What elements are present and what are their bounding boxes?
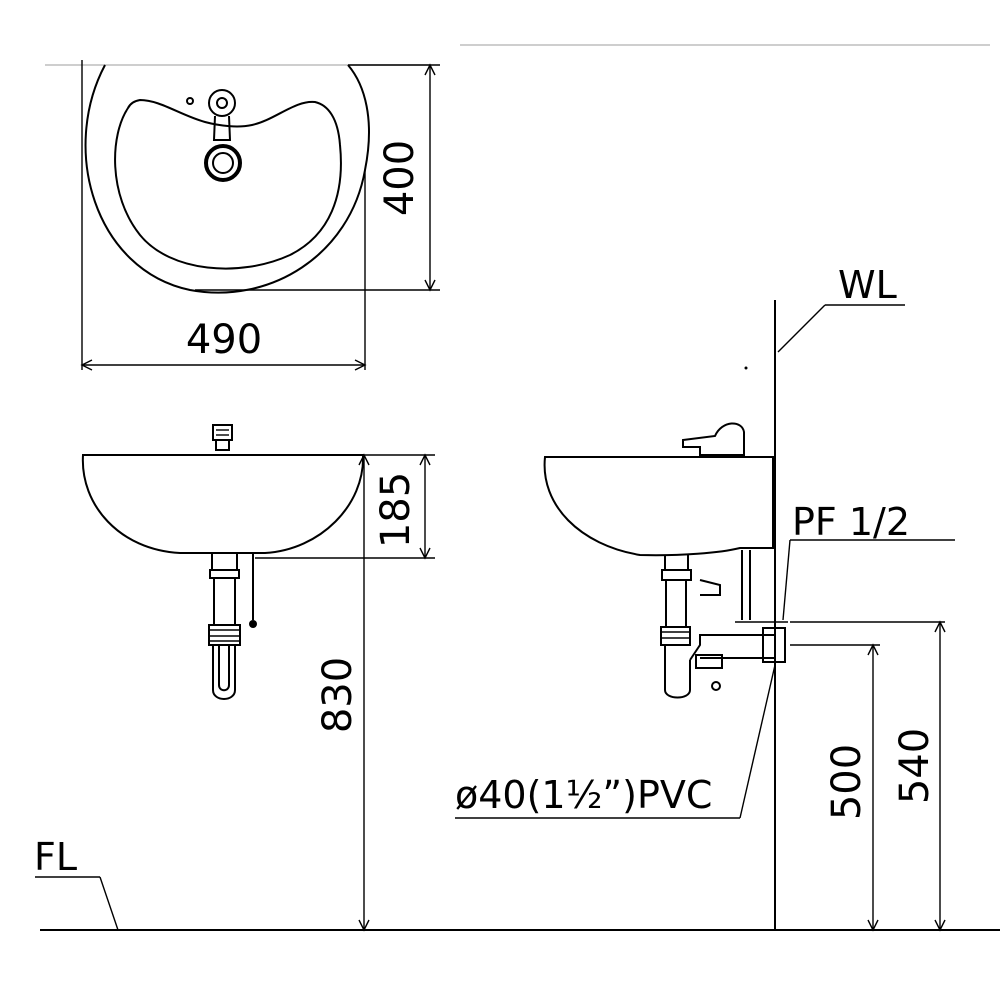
top-view: 400 490 bbox=[45, 44, 990, 371]
floor-line-group: FL bbox=[34, 835, 1000, 931]
top-view-basin-outline bbox=[84, 64, 370, 294]
supply-fitting-label: PF 1/2 bbox=[792, 500, 910, 544]
drain-height-dimension: 500 bbox=[824, 744, 870, 820]
front-view: 185 830 bbox=[81, 424, 435, 932]
side-view-basin bbox=[543, 456, 774, 557]
top-view-faucet-ring bbox=[208, 89, 236, 117]
top-view-bowl bbox=[114, 98, 342, 270]
side-view-faucet bbox=[682, 422, 745, 456]
side-view: WL PF 1/2 ø40(1½”)PVC 540 bbox=[455, 263, 955, 932]
drain-pipe-label: ø40(1½”)PVC bbox=[455, 773, 712, 817]
top-view-drain bbox=[204, 144, 242, 182]
front-view-trap bbox=[208, 553, 241, 700]
wall-line-label: WL bbox=[838, 263, 897, 307]
depth-dimension: 400 bbox=[377, 140, 423, 216]
top-view-overflow-hole bbox=[186, 97, 194, 105]
width-dimension: 490 bbox=[186, 317, 262, 363]
front-view-faucet bbox=[212, 424, 233, 451]
front-view-basin bbox=[81, 454, 365, 554]
side-view-trap bbox=[660, 555, 775, 699]
rim-height-dimension: 830 bbox=[315, 657, 361, 733]
top-view-lever bbox=[212, 115, 232, 141]
supply-height-dimension: 540 bbox=[892, 728, 938, 804]
floor-line-label: FL bbox=[34, 835, 77, 879]
bowl-height-dimension: 185 bbox=[373, 472, 419, 548]
